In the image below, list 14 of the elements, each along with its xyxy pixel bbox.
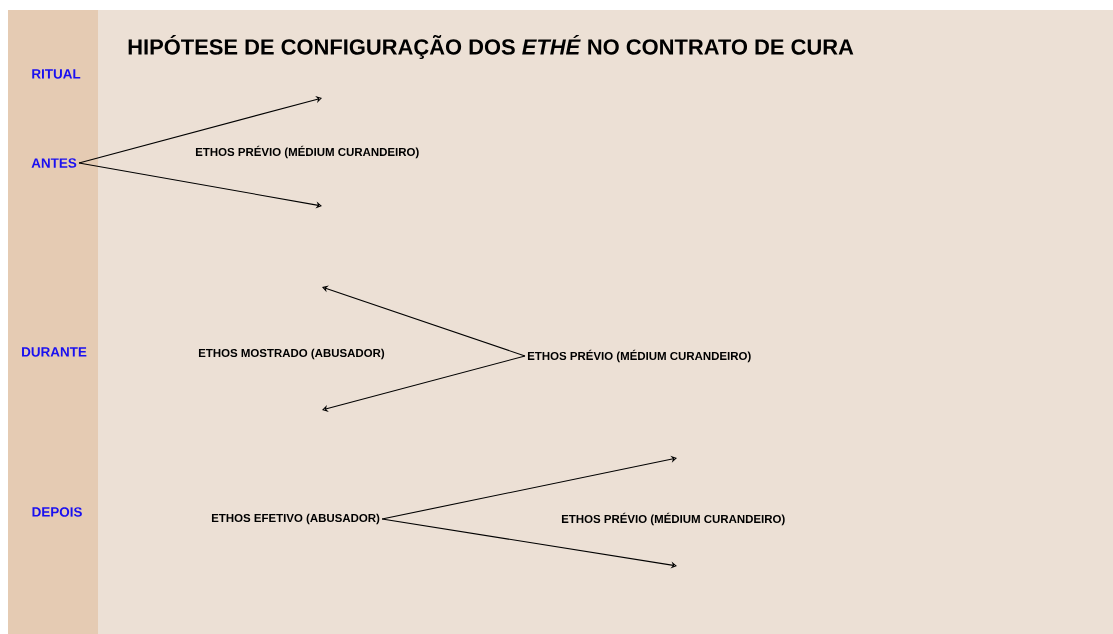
phase-label: ANTES xyxy=(31,158,77,168)
phase-label: DURANTE xyxy=(22,347,87,357)
ethos-label: ETHOS EFETIVO (ABUSADOR) xyxy=(211,513,380,525)
arrow xyxy=(381,455,677,520)
arrow xyxy=(322,355,526,412)
ethos-label: ETHOS PRÉVIO (MÉDIUM CURANDEIRO) xyxy=(561,512,785,526)
title: HIPÓTESE DE CONFIGURAÇÃO DOS ETHÉ NO CONTRATO DE CURA xyxy=(128,34,854,59)
ethos-label: ETHOS PRÉVIO (MÉDIUM CURANDEIRO) xyxy=(527,349,751,363)
ethos-label: ETHOS MOSTRADO (ABUSADOR) xyxy=(198,348,385,360)
arrow xyxy=(78,96,322,164)
arrow xyxy=(322,285,526,357)
phase-label: RITUAL xyxy=(32,69,81,79)
phase-label: DEPOIS xyxy=(32,507,82,517)
ethos-label: ETHOS PRÉVIO (MÉDIUM CURANDEIRO) xyxy=(195,145,419,159)
